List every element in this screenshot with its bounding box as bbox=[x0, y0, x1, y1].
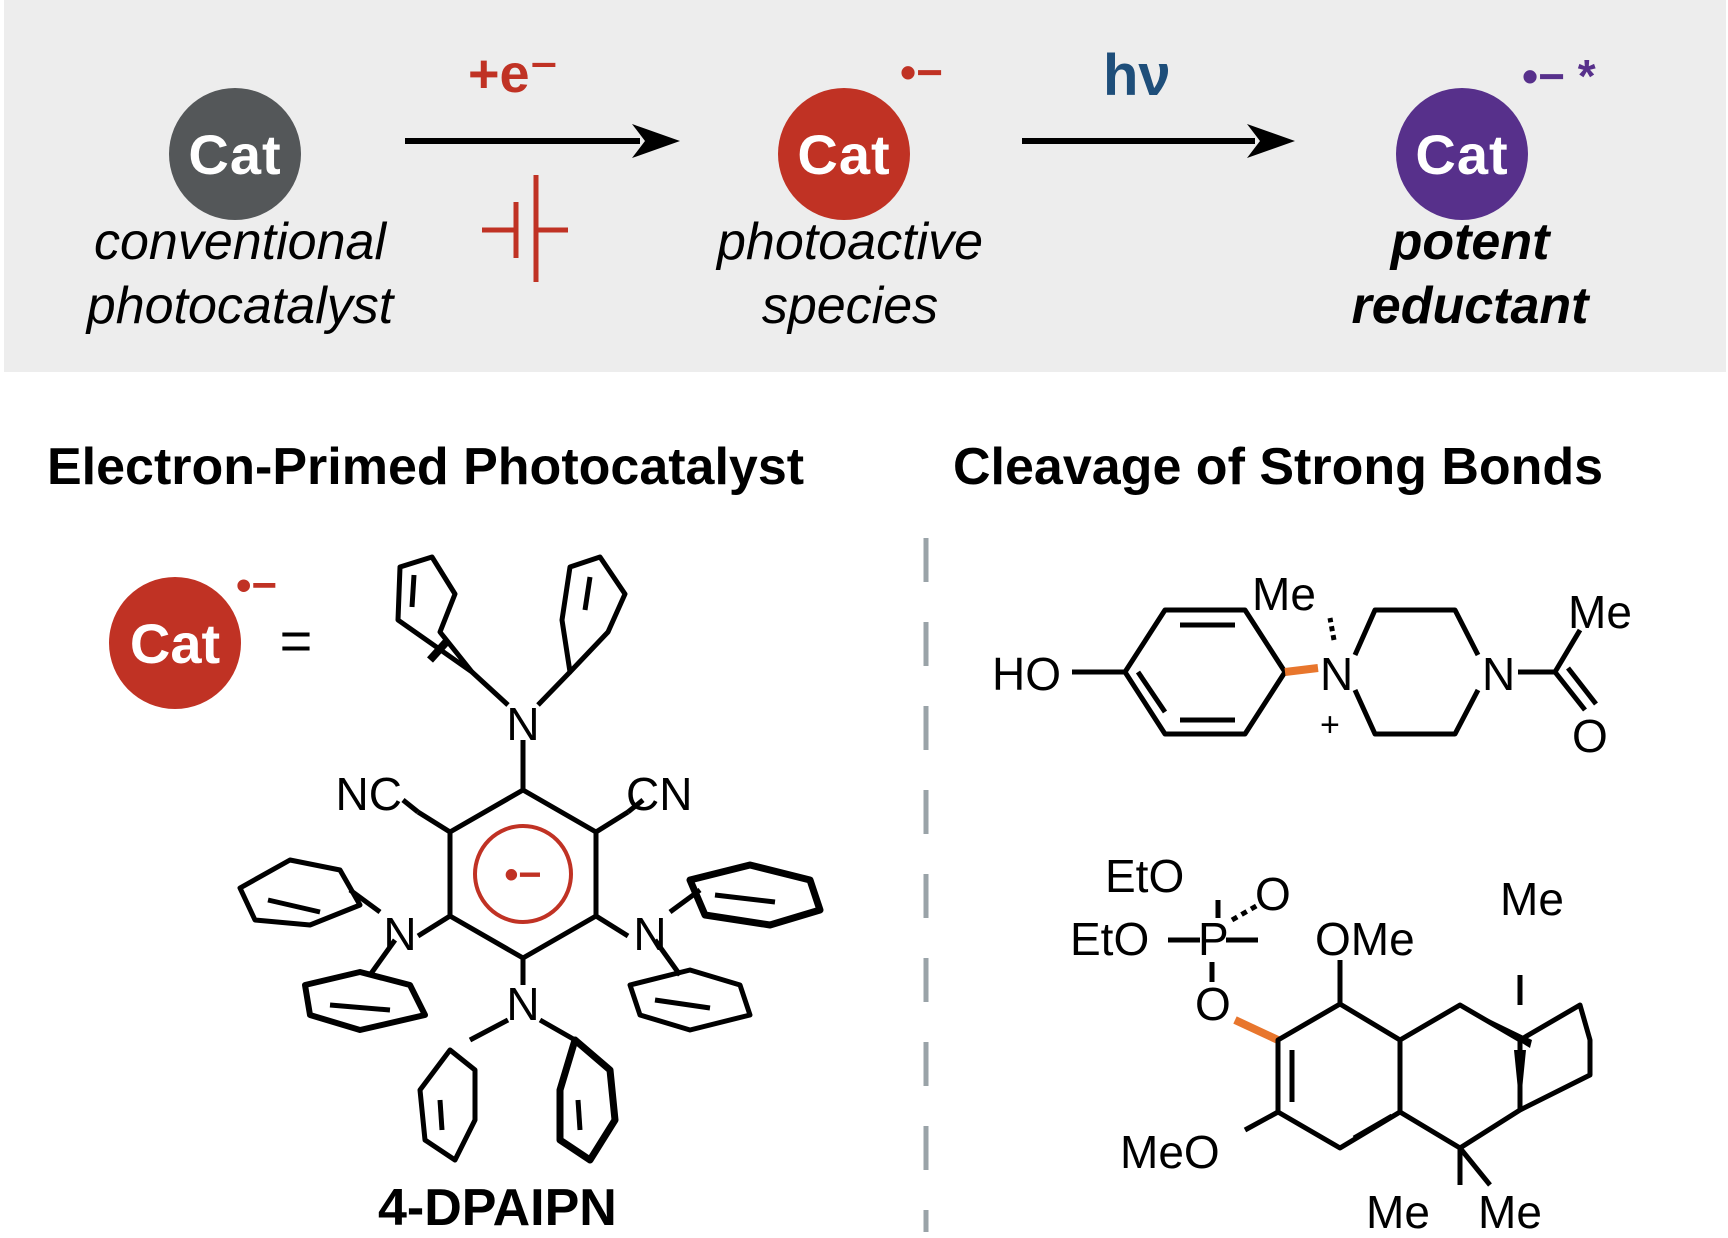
substrate-anilinium bbox=[1072, 607, 1598, 737]
photoactive-line1: photoactive bbox=[717, 213, 983, 271]
electron-reagent: +e⁻ bbox=[468, 44, 558, 104]
conventional-photocatalyst-label: conventional photocatalyst bbox=[40, 210, 440, 338]
photoactive-species-label: photoactive species bbox=[650, 210, 1050, 338]
s2-o-double: O bbox=[1255, 868, 1291, 920]
s1-plus: + bbox=[1320, 706, 1340, 744]
dpaipn-cn: CN bbox=[626, 768, 692, 820]
dpaipn-n-left: N bbox=[383, 908, 416, 960]
s1-me-top: Me bbox=[1252, 568, 1316, 620]
dpaipn-atom-labels: N NC CN N N N •− bbox=[336, 698, 693, 1030]
dpaipn-nc: NC bbox=[336, 768, 402, 820]
s1-o: O bbox=[1572, 710, 1608, 762]
left-section-title: Electron-Primed Photocatalyst bbox=[47, 438, 805, 496]
cat-definition-label: Cat bbox=[130, 612, 220, 675]
electrode-icon bbox=[482, 175, 568, 282]
s2-ome: OMe bbox=[1315, 913, 1415, 965]
s2-me-bottom-right: Me bbox=[1478, 1186, 1542, 1232]
s1-me-acyl: Me bbox=[1568, 586, 1632, 638]
catalyst-definition: Cat •− = bbox=[109, 561, 312, 709]
right-section-title: Cleavage of Strong Bonds bbox=[953, 438, 1604, 496]
s2-meo: MeO bbox=[1120, 1126, 1220, 1178]
photoactive-line2: species bbox=[761, 277, 939, 335]
conventional-line2: photocatalyst bbox=[86, 277, 394, 335]
equals-sign: = bbox=[280, 609, 313, 672]
ring-radical-circle bbox=[473, 824, 573, 924]
photoexcitation-arrow bbox=[1022, 124, 1295, 158]
s1-ho: HO bbox=[992, 648, 1061, 700]
cleaved-cn-bond bbox=[1284, 664, 1319, 676]
substrate-phosphate-labels: EtO EtO P O O OMe MeO Me Me Me bbox=[1070, 850, 1564, 1232]
substrate-anilinium-labels: HO Me N + N Me O bbox=[992, 568, 1632, 762]
dpaipn-n-top: N bbox=[506, 698, 539, 750]
electron-transfer-arrow bbox=[405, 124, 680, 158]
s1-n-acyl: N bbox=[1482, 648, 1515, 700]
s2-eto-top: EtO bbox=[1105, 850, 1184, 902]
cat-radical-anion-circle: Cat bbox=[778, 88, 910, 220]
potent-line1: potent bbox=[1390, 213, 1550, 271]
cleaved-co-bond bbox=[1233, 1016, 1280, 1044]
cat-neutral-label: Cat bbox=[188, 122, 282, 186]
mechanism-arrows: +e⁻ •− hν •− * bbox=[405, 43, 1596, 282]
radical-anion-charge: •− bbox=[900, 46, 943, 98]
s2-p: P bbox=[1198, 913, 1229, 965]
potent-line2: reductant bbox=[1351, 277, 1589, 335]
dpaipn-n-bottom: N bbox=[506, 978, 539, 1030]
s2-o-bridge: O bbox=[1195, 978, 1231, 1030]
dpaipn-n-right: N bbox=[633, 908, 666, 960]
s2-me-top: Me bbox=[1500, 873, 1564, 925]
excited-radical-anion-charge: •− * bbox=[1522, 50, 1596, 102]
cat-radical-anion-label: Cat bbox=[797, 122, 891, 186]
phosphate-wedge bbox=[1460, 1005, 1532, 1048]
s2-me-bottom-left: Me bbox=[1366, 1186, 1430, 1232]
cat-definition-charge: •− bbox=[236, 561, 277, 610]
cat-excited-circle: Cat bbox=[1396, 88, 1528, 220]
dpaipn-ring-charge: •− bbox=[504, 853, 541, 897]
s1-n-plus: N bbox=[1320, 648, 1353, 700]
cat-excited-label: Cat bbox=[1415, 122, 1509, 186]
dpaipn-structure bbox=[237, 554, 824, 1164]
photon-reagent: hν bbox=[1103, 43, 1171, 108]
conventional-line1: conventional bbox=[94, 213, 386, 271]
potent-reductant-label: potent reductant bbox=[1270, 210, 1670, 338]
catalyst-name: 4-DPAIPN bbox=[378, 1179, 617, 1237]
phosphate-wedge-2 bbox=[1514, 1050, 1526, 1110]
cat-neutral-circle: Cat bbox=[169, 88, 301, 220]
s2-eto-left: EtO bbox=[1070, 913, 1149, 965]
